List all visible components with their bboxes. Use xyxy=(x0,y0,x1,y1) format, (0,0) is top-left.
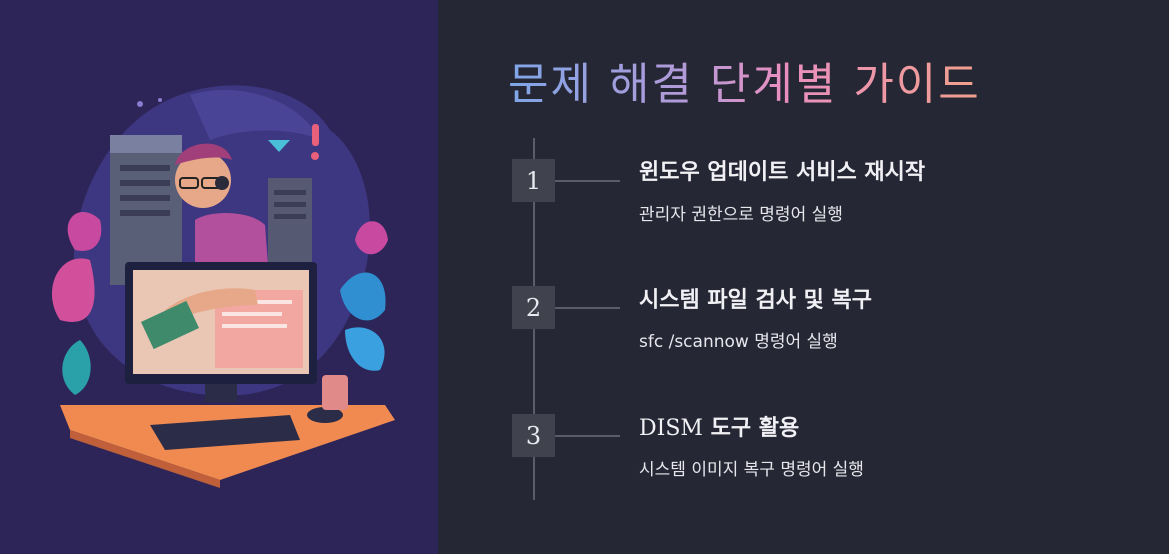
step-3-description: 시스템 이미지 복구 명령어 실행 xyxy=(639,460,864,480)
step-3-title-rest: 도구 활용 xyxy=(702,416,800,441)
step-2-number: 2 xyxy=(512,286,555,329)
step-1-description: 관리자 권한으로 명령어 실행 xyxy=(639,205,843,225)
technician-illustration xyxy=(51,85,395,488)
guide-panel: 문제 해결 단계별 가이드 1 윈도우 업데이트 서비스 재시작 관리자 권한으… xyxy=(438,0,1169,554)
step-1-title: 윈도우 업데이트 서비스 재시작 xyxy=(639,160,926,185)
illustration-panel xyxy=(0,0,438,554)
step-3-title-prefix: DISM xyxy=(639,416,703,441)
step-3-connector xyxy=(555,435,620,437)
step-1-number: 1 xyxy=(512,159,555,202)
step-2-title: 시스템 파일 검사 및 복구 xyxy=(639,288,873,313)
step-3-number: 3 xyxy=(512,414,555,457)
step-1-connector xyxy=(555,180,620,182)
page-title: 문제 해결 단계별 가이드 xyxy=(508,48,981,112)
step-3-title: DISM 도구 활용 xyxy=(639,410,799,442)
step-2-description: sfc /scannow 명령어 실행 xyxy=(639,332,838,352)
step-2-connector xyxy=(555,307,620,309)
